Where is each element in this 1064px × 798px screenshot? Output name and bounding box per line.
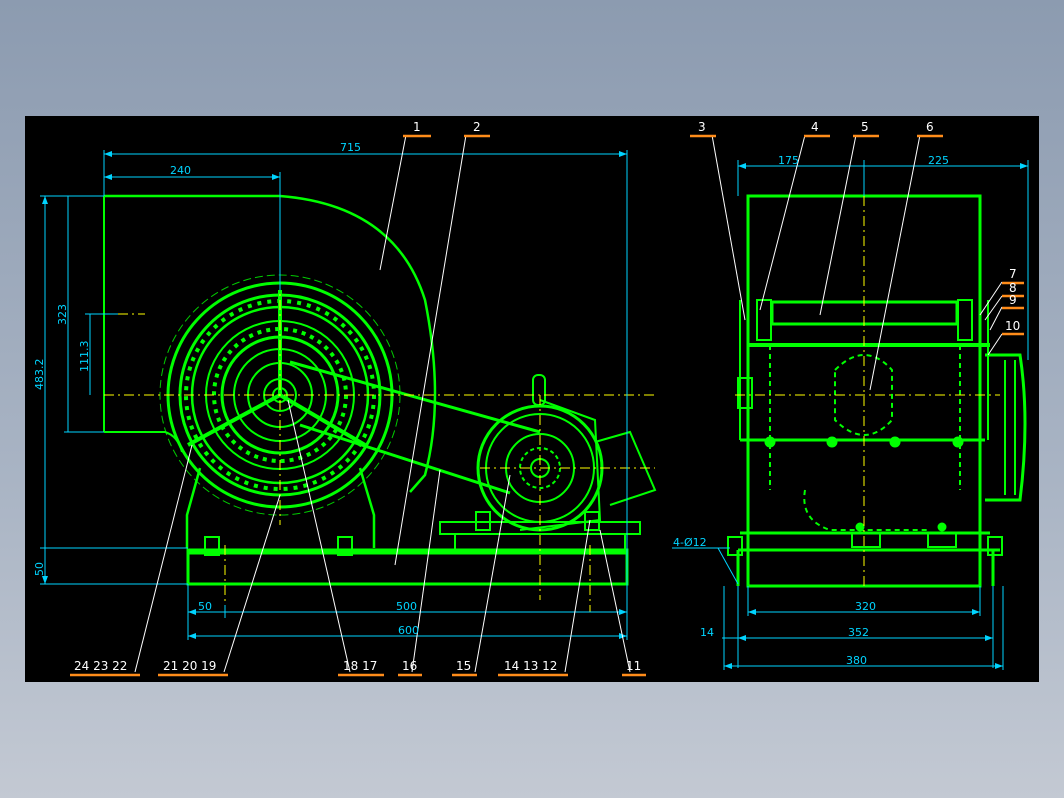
dim-483-2: 483.2	[33, 359, 46, 391]
part-label-7: 7	[1009, 267, 1017, 281]
side-pulley	[985, 353, 1027, 502]
dim-50-height: 50	[33, 562, 46, 576]
fan-pedestal	[185, 467, 376, 548]
part-label-2: 2	[473, 120, 481, 134]
fan-assembly-drawing: 715 240 483.2 323 111.3 50 50 500 600 17…	[33, 120, 1029, 677]
part-label-6: 6	[926, 120, 934, 134]
motor-body	[519, 399, 602, 531]
dim-600: 600	[398, 624, 419, 637]
dim-111-3: 111.3	[78, 341, 91, 373]
dim-175: 175	[778, 154, 799, 167]
dim-225: 225	[928, 154, 949, 167]
dim-240: 240	[170, 164, 191, 177]
part-label-14-13-12: 14 13 12	[504, 659, 557, 673]
dim-323: 323	[56, 304, 69, 325]
front-centerlines	[104, 280, 655, 612]
part-label-3: 3	[698, 120, 706, 134]
dimension-lines	[40, 150, 1029, 670]
drive-belt-lower	[299, 423, 511, 495]
dim-380: 380	[846, 654, 867, 667]
part-label-24-23-22: 24 23 22	[74, 659, 127, 673]
part-label-10: 10	[1005, 319, 1020, 333]
leader-lines	[134, 134, 1003, 673]
front-view	[103, 194, 657, 586]
dim-14: 14	[700, 626, 714, 639]
part-label-5: 5	[861, 120, 869, 134]
part-label-11: 11	[626, 659, 641, 673]
side-view	[727, 194, 1027, 588]
part-label-18-17: 18 17	[343, 659, 377, 673]
cad-viewport[interactable]: 715 240 483.2 323 111.3 50 50 500 600 17…	[25, 116, 1039, 682]
part-label-16: 16	[402, 659, 417, 673]
part-label-9: 9	[1009, 293, 1017, 307]
side-centerlines	[735, 196, 1000, 590]
part-label-8: 8	[1009, 281, 1017, 295]
dim-320: 320	[855, 600, 876, 613]
dim-50-foot: 50	[198, 600, 212, 613]
balloon-underlines	[70, 134, 1024, 677]
part-label-21-20-19: 21 20 19	[163, 659, 216, 673]
dim-352: 352	[848, 626, 869, 639]
part-label-4: 4	[811, 120, 819, 134]
dim-500: 500	[396, 600, 417, 613]
dim-bolt-holes: 4-Ø12	[673, 536, 707, 549]
part-label-15: 15	[456, 659, 471, 673]
dim-715: 715	[340, 141, 361, 154]
volute-casing	[104, 194, 437, 493]
part-label-1: 1	[413, 120, 421, 134]
